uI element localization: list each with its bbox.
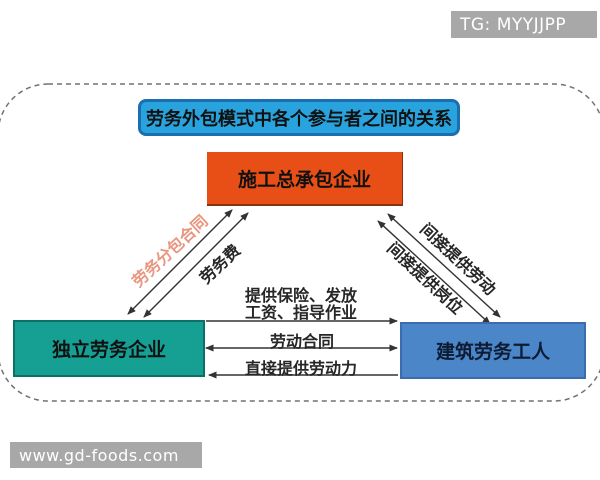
label-direct-labor: 直接提供劳动力 [244,359,358,378]
label-insurance-line2: 工资、指导作业 [244,303,358,322]
labor-fee-arrow [143,212,249,318]
label-insurance: 提供保险、发放 工资、指导作业 [244,286,358,322]
node-labor-company: 独立劳务企业 [13,320,205,377]
node-general-contractor: 施工总承包企业 [207,152,403,206]
site-watermark: www.gd-foods.com [10,442,202,468]
diagram-title: 劳务外包模式中各个参与者之间的关系 [138,99,460,136]
label-insurance-line1: 提供保险、发放 [244,286,358,306]
indirect-jobs-arrow [377,220,491,325]
label-labor-contract: 劳动合同 [269,332,335,351]
dashed-frame [0,83,600,402]
tg-watermark: TG: MYYJJPP [451,11,597,38]
node-construction-workers: 建筑劳务工人 [400,322,586,379]
